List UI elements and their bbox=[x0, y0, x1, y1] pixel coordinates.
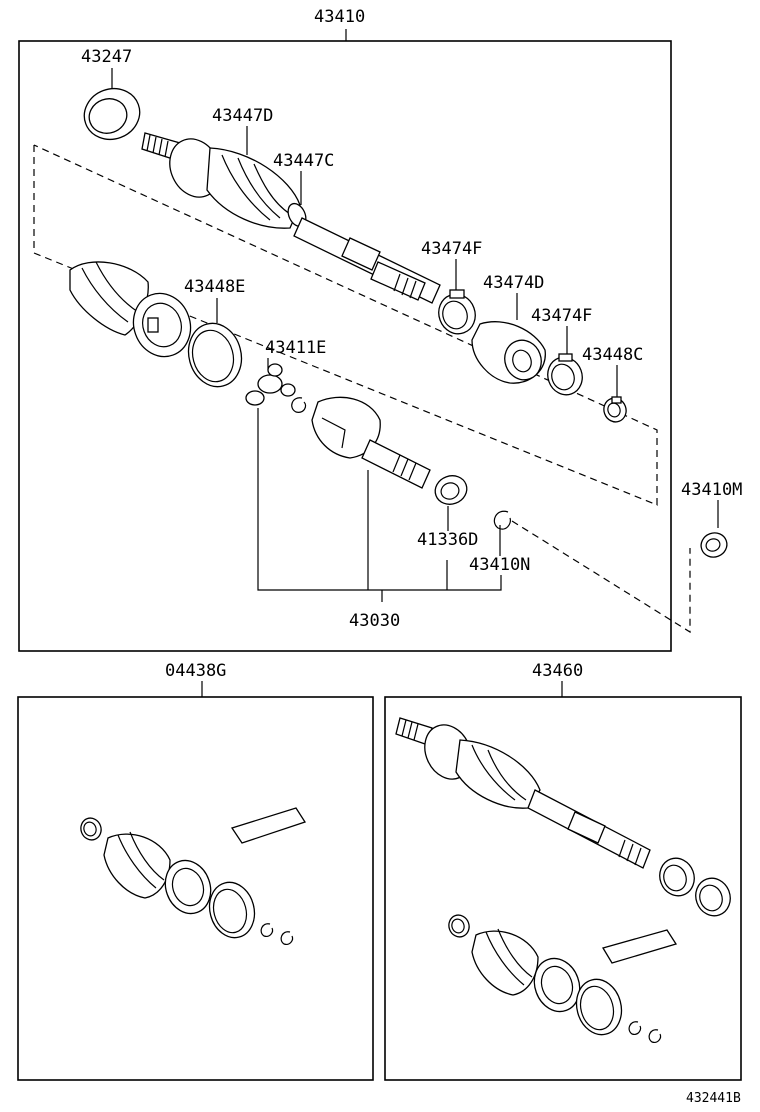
label-43460: 43460 bbox=[532, 661, 583, 681]
snap-ring-43410n-part bbox=[493, 510, 511, 530]
bearing-43410m-part bbox=[700, 532, 728, 558]
drawing-code: 432441B bbox=[686, 1091, 741, 1106]
label-43474f-b: 43474F bbox=[531, 306, 592, 326]
boot-kit-parts bbox=[80, 807, 306, 945]
label-43448c: 43448C bbox=[582, 345, 643, 365]
inner-joint-43030-part bbox=[311, 396, 431, 489]
label-43474f-a: 43474F bbox=[421, 239, 482, 259]
label-43410: 43410 bbox=[314, 7, 365, 27]
drive-shaft-part bbox=[141, 132, 441, 304]
dashed-bearing-leader bbox=[511, 520, 691, 634]
clamp-43448c-part bbox=[603, 396, 627, 423]
dashed-subassembly-outline bbox=[33, 144, 658, 506]
label-43247: 43247 bbox=[81, 47, 132, 67]
tripod-joint-43411e-part bbox=[245, 363, 296, 406]
label-43448e: 43448E bbox=[184, 277, 245, 297]
label-43410n: 43410N bbox=[469, 555, 530, 575]
label-43030: 43030 bbox=[349, 611, 400, 631]
ring-43247-part bbox=[83, 87, 141, 141]
label-41336d: 41336D bbox=[417, 530, 478, 550]
label-04438g: 04438G bbox=[165, 661, 226, 681]
leader-lines bbox=[111, 29, 719, 697]
label-43411e: 43411E bbox=[265, 338, 326, 358]
clamp-43448e-part bbox=[187, 322, 243, 388]
clamp-43474f-b-part bbox=[547, 353, 583, 396]
damper-43474d-part bbox=[471, 321, 546, 384]
clamp-43474f-a-part bbox=[438, 289, 476, 335]
shaft-assembly-parts bbox=[395, 717, 731, 1043]
main-assembly-frame bbox=[18, 40, 672, 652]
oil-seal-41336d-part bbox=[434, 475, 468, 505]
snap-ring-inner-part bbox=[291, 397, 307, 413]
shaft-assembly-frame bbox=[384, 696, 742, 1081]
label-43447c: 43447C bbox=[273, 151, 334, 171]
label-43447d: 43447D bbox=[212, 106, 273, 126]
inner-boot-part bbox=[69, 261, 192, 358]
boot-kit-frame bbox=[17, 696, 374, 1081]
label-43474d: 43474D bbox=[483, 273, 544, 293]
label-43410m: 43410M bbox=[681, 480, 742, 500]
